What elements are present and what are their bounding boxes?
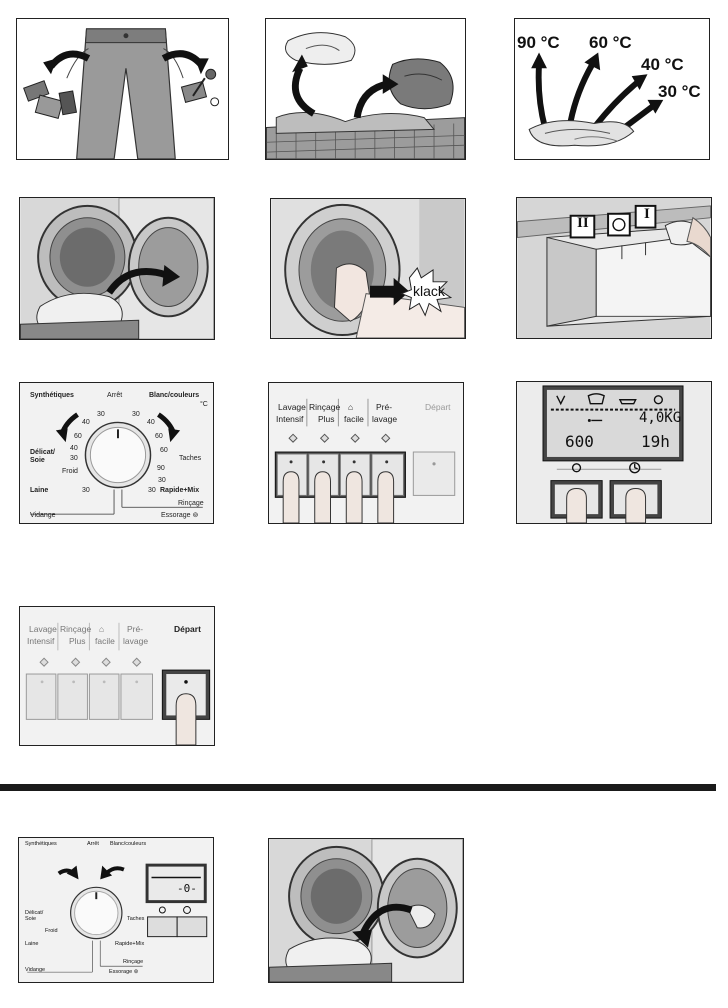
dial-num-30b: 30 (132, 411, 140, 418)
opt-rincage-1: Rinçage (309, 402, 341, 412)
load-laundry-panel (19, 197, 215, 340)
dial-taches: Taches (179, 455, 202, 462)
dial-degc: °C (200, 401, 208, 408)
program-dial-panel: Synthétiques Arrêt Blanc/couleurs °C Dél… (19, 382, 214, 524)
display-illustration (517, 382, 711, 523)
start-pre-1: Pré- (127, 624, 144, 634)
remove-laundry-panel (268, 838, 464, 983)
end-synthetiques: Synthétiques (25, 841, 57, 847)
dial-synthetiques: Synthétiques (30, 392, 74, 399)
dial-arret: Arrêt (107, 392, 123, 399)
end-rincage: Rinçage (123, 959, 144, 965)
compartment-1-label: I (644, 206, 650, 222)
option-buttons-panel: Lavage Intensif Rinçage Plus ⌂ facile Pr… (268, 382, 464, 524)
iron-icon: ⌂ (348, 402, 354, 412)
dial-num-90: 90 (157, 465, 165, 472)
end-froid: Froid (45, 928, 58, 934)
temp-30-label: 30 °C (658, 82, 701, 101)
start-button-illustration (20, 607, 214, 745)
start-rincage-1: Rinçage (60, 624, 92, 634)
start-rincage-2: Plus (69, 636, 86, 646)
end-dial-illustration (19, 838, 213, 982)
end-rapide: Rapide+Mix (115, 941, 145, 947)
end-laine: Laine (25, 941, 39, 947)
unloading-drum-illustration (269, 839, 463, 982)
temp-90-label: 90 °C (517, 33, 560, 52)
opt-rincage-2: Plus (318, 414, 335, 424)
laundry-basket-illustration (266, 19, 465, 159)
dial-rapide: Rapide+Mix (160, 487, 200, 494)
end-display-value: -0- (177, 882, 197, 895)
display-weight: 4,0KG (639, 410, 682, 426)
dial-blanc: Blanc/couleurs (149, 392, 200, 399)
opt-lavage-1: Lavage (278, 402, 306, 412)
dial-num-60c: 60 (160, 447, 168, 454)
temp-60-label: 60 °C (589, 33, 632, 52)
compartment-2-label: II (577, 215, 589, 231)
dial-illustration (20, 383, 213, 523)
loading-drum-illustration (20, 198, 214, 339)
dial-delicat: Délicat/ (30, 449, 55, 456)
start-iron-icon: ⌂ (99, 624, 105, 634)
dial-vidange: Vidange (30, 512, 56, 519)
opt-depart: Départ (425, 402, 451, 412)
end-program-panel: Synthétiques Arrêt Blanc/couleurs Délica… (18, 837, 214, 983)
klack-label: klack (413, 283, 445, 299)
display-time: 19h (641, 432, 670, 451)
dial-rincage: Rinçage (178, 500, 204, 507)
start-depart: Départ (174, 624, 201, 634)
start-lavage-2: Intensif (27, 636, 55, 646)
dial-num-30d: 30 (158, 477, 166, 484)
end-arret: Arrêt (87, 841, 99, 847)
trousers-illustration (17, 19, 228, 159)
opt-repassage: facile (344, 414, 364, 424)
dial-num-40b: 40 (147, 419, 155, 426)
end-blanc: Blanc/couleurs (110, 841, 147, 847)
close-door-panel: klack (270, 198, 466, 339)
start-pre-2: lavage (123, 636, 149, 646)
dial-num-30f: 30 (148, 487, 156, 494)
end-delicat: Délicat/ (25, 910, 44, 916)
end-essorage: Essorage ⊚ (109, 969, 139, 975)
start-repassage: facile (95, 636, 115, 646)
end-vidange: Vidange (25, 967, 46, 973)
temperature-arrows-illustration (515, 19, 709, 159)
temp-40-label: 40 °C (641, 55, 684, 74)
dial-num-30e: 30 (82, 487, 90, 494)
dial-froid: Froid (62, 468, 78, 475)
dial-num-40c: 40 (70, 445, 78, 452)
dial-laine: Laine (30, 487, 49, 494)
opt-pre-2: lavage (372, 414, 398, 424)
dial-soie: Soie (30, 457, 45, 464)
display-spin: 600 (565, 432, 594, 451)
display-panel: 4,0KG 600 19h (516, 381, 712, 524)
sort-laundry-panel (265, 18, 466, 160)
end-soie: Soie (25, 916, 37, 922)
dial-num-60b: 60 (155, 433, 163, 440)
option-buttons-illustration (269, 383, 463, 523)
opt-lavage-2: Intensif (276, 414, 304, 424)
empty-pockets-panel (16, 18, 229, 160)
opt-pre-1: Pré- (376, 402, 393, 412)
press-start-panel: Lavage Intensif Rinçage Plus ⌂ facile Pr… (19, 606, 215, 746)
detergent-dispenser-panel: II I (516, 197, 712, 339)
dispenser-drawer-illustration (517, 198, 711, 338)
dial-num-30c: 30 (70, 455, 78, 462)
dial-num-30a: 30 (97, 411, 105, 418)
dial-essorage: Essorage ⊚ (161, 512, 199, 519)
dial-num-40a: 40 (82, 419, 90, 426)
dial-num-60a: 60 (74, 433, 82, 440)
temperature-sort-panel: 90 °C 60 °C 40 °C 30 °C (514, 18, 710, 160)
closing-door-illustration (271, 199, 465, 338)
start-lavage-1: Lavage (29, 624, 57, 634)
end-taches: Taches (127, 916, 145, 922)
section-divider (0, 784, 716, 791)
